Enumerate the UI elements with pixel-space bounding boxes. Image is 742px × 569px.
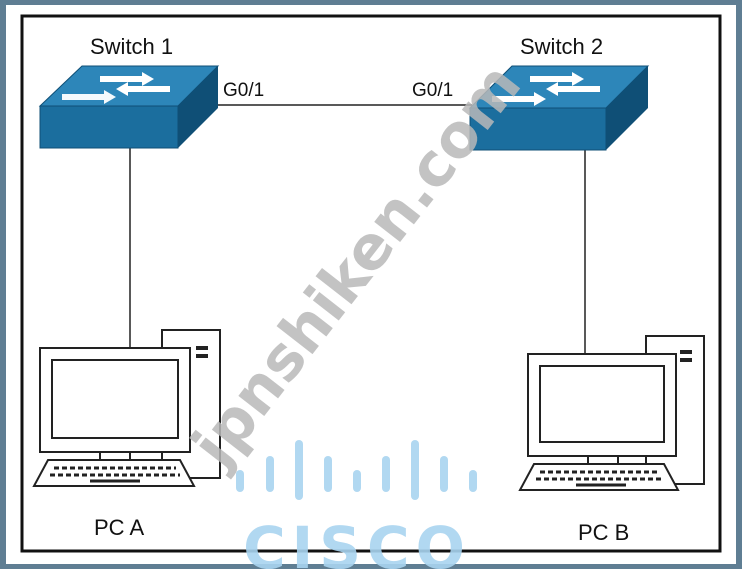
switch-2-port-label: G0/1 (412, 80, 453, 101)
pc-a-label: PC A (94, 515, 144, 540)
keyboard-icon (518, 463, 680, 491)
switch-arrows-icon (62, 72, 170, 104)
switch-arrows-icon (492, 72, 600, 106)
cisco-logo: CISCO (236, 440, 477, 569)
pc-a[interactable] (32, 329, 221, 487)
switch-2-label: Switch 2 (520, 34, 603, 59)
monitor-icon (39, 347, 191, 461)
switch-1-side (178, 66, 218, 148)
switch-1-port-label: G0/1 (223, 80, 264, 101)
cisco-logo-text: CISCO (243, 514, 471, 569)
keyboard-icon (32, 459, 196, 487)
pc-b-label: PC B (578, 520, 629, 545)
switch-1-front (39, 105, 179, 149)
monitor-icon (527, 353, 677, 465)
switch-2-side (606, 66, 648, 150)
switch-1[interactable] (38, 65, 220, 149)
switch-1-label: Switch 1 (90, 34, 173, 59)
pc-b[interactable] (518, 335, 705, 491)
switch-2-front (469, 107, 607, 151)
switch-2[interactable] (468, 65, 650, 151)
cisco-bars-icon (236, 440, 477, 500)
